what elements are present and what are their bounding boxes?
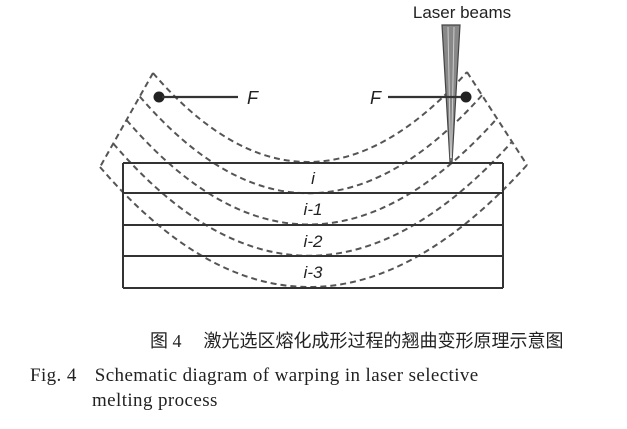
force-left bbox=[153, 91, 238, 103]
layer-label: i-1 bbox=[304, 200, 323, 219]
force-right bbox=[388, 91, 472, 103]
warping-diagram: i i-1 i-2 i-3 Laser beams F F bbox=[99, 3, 528, 289]
caption-en-number: Fig. 4 bbox=[30, 365, 77, 386]
warped-end-cap bbox=[99, 72, 154, 168]
warped-end-cap bbox=[466, 71, 528, 166]
layer-label: i bbox=[311, 169, 316, 188]
layer-label: i-2 bbox=[304, 232, 323, 251]
pivot-dot bbox=[460, 91, 472, 103]
caption-chinese: 图 4 激光选区熔化成形过程的翘曲变形原理示意图 bbox=[150, 327, 564, 353]
laser-beams-label: Laser beams bbox=[413, 3, 511, 22]
layer-label: i-3 bbox=[304, 263, 323, 282]
caption-english-line2: melting process bbox=[92, 390, 218, 411]
force-label-right: F bbox=[370, 88, 382, 108]
layer-stack bbox=[122, 162, 504, 289]
caption-cn-number: 图 4 bbox=[150, 331, 182, 351]
caption-cn-text: 激光选区熔化成形过程的翘曲变形原理示意图 bbox=[203, 331, 564, 351]
caption-en-text: Schematic diagram of warping in laser se… bbox=[94, 365, 479, 386]
laser-beam bbox=[441, 24, 461, 163]
caption-english-line1: Fig. 4 Schematic diagram of warping in la… bbox=[30, 365, 479, 387]
pivot-dot bbox=[153, 91, 165, 103]
force-label-left: F bbox=[247, 88, 259, 108]
warped-layer-arc bbox=[125, 117, 498, 226]
warped-layer-arc bbox=[152, 71, 468, 163]
